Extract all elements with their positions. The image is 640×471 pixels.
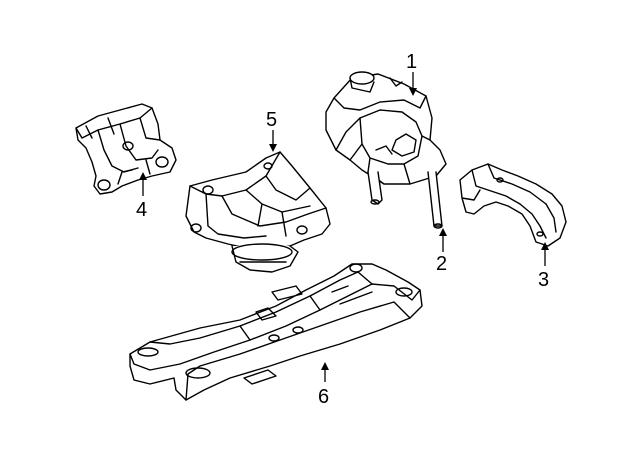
part-1-engine-mount[interactable] [325,71,447,229]
callout-label-2: 2 [436,253,447,275]
callout-label-5: 5 [266,109,277,131]
callout-1: 1 [406,51,417,96]
callout-label-1: 1 [406,51,417,73]
callout-2: 2 [436,228,447,275]
callout-label-3: 3 [538,269,549,291]
part-5-engine-mount[interactable] [185,151,331,273]
part-6-crossmember[interactable] [129,263,423,401]
callout-3: 3 [538,242,549,291]
callout-4: 4 [136,172,147,221]
callout-label-6: 6 [318,386,329,408]
callout-label-4: 4 [136,199,147,221]
callout-5: 5 [266,109,277,152]
callout-6: 6 [318,362,329,408]
part-3-bracket[interactable] [459,163,567,247]
part-4-bracket[interactable] [75,103,177,195]
